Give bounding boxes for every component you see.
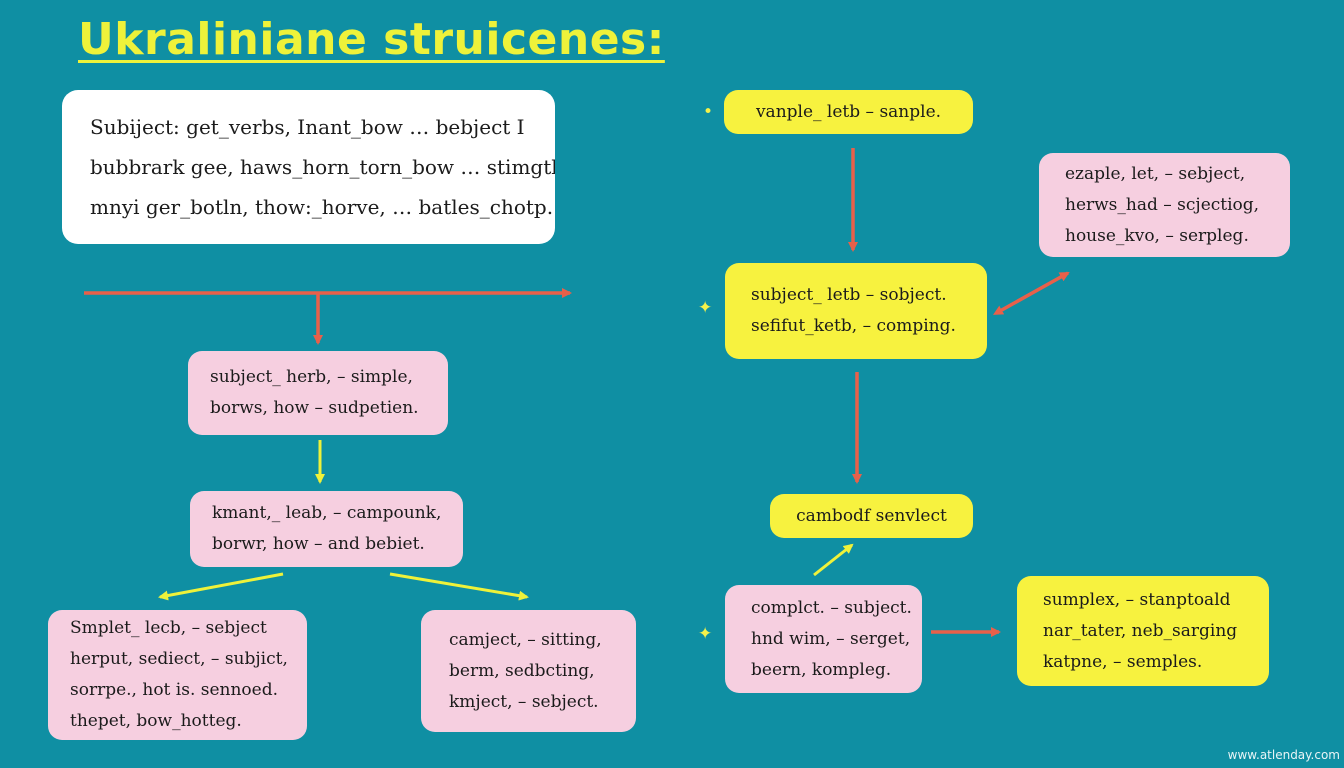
subject-verb-line-2: sefifut_ketb, – comping. [751,316,956,336]
intro-line-1: Subiject: get_verbs, Inant_bow … bebject… [90,115,525,139]
example-middle-line-2: berm, sedbcting, [449,660,595,681]
example-box-top-right: ezaple, let, – sebject, herws_had – scje… [1039,153,1290,257]
sample-verb-line: vanple_ letb – sanple. [755,101,942,122]
sparkle-marker-bottom: ✦ [698,624,713,644]
example-middle-line-1: camject, – sitting, [449,629,602,650]
complex-sentence-box: complct. – subject. hnd wim, – serget, b… [725,585,922,693]
compound-subject-box: cambodf senvlect [770,494,973,538]
double-arrow-to-side-example [993,271,1070,315]
compound-line-1: kmant,_ leab, – campounk, [212,503,442,523]
arrow-to-middle-example [389,572,529,601]
complex-line-3: beern, kompleg. [751,659,892,680]
example-left-line-3: sorrpe., hot is. sennoed. [70,680,279,700]
compound-subject-line: cambodf senvlect [796,505,947,526]
complex-example-line-2: nar_tater, neb_sarging [1043,620,1238,641]
example-middle-line-3: kmject, – sebject. [449,691,599,712]
compound-sentence-box: kmant,_ leab, – campounk, borwr, how – a… [190,491,463,567]
complex-line-1: complct. – subject. [751,597,912,618]
example-box-middle: camject, – sitting, berm, sedbcting, kmj… [421,610,636,732]
complex-example-line-3: katpne, – semples. [1043,651,1203,672]
complex-line-2: hnd wim, – serget, [751,628,911,649]
subject-verb-box: subject_ letb – sobject. sefifut_ketb, –… [725,263,987,359]
example-top-right-line-2: herws_had – scjectiog, [1065,194,1260,215]
arrow-to-left-example [158,572,284,601]
simple-line-1: subject_ herb, – simple, [210,367,413,387]
page-title: Ukraliniane struicenes: [78,14,665,65]
intro-box: Subiject: get_verbs, Inant_bow … bebject… [62,90,555,244]
complex-example-line-1: sumplex, – stanptoald [1043,589,1231,610]
watermark: www.atlenday.com [1227,748,1340,762]
sample-verb-box: vanple_ letb – sanple. [724,90,973,134]
sparkle-marker-mid: ✦ [698,298,713,318]
example-left-line-2: herput, sediect, – subjict, [70,649,288,669]
example-top-right-line-3: house_kvo, – serpleg. [1065,225,1249,246]
example-left-line-1: Smplet_ lecb, – sebject [70,618,267,638]
example-top-right-line-1: ezaple, let, – sebject, [1065,163,1246,184]
complex-example-box: sumplex, – stanptoald nar_tater, neb_sar… [1017,576,1269,686]
simple-sentence-box: subject_ herb, – simple, borws, how – su… [188,351,448,435]
intro-line-2: bubbrark gee, haws_horn_torn_bow … stimg… [90,155,555,179]
bullet-dot-marker: • [703,102,714,122]
subject-verb-line-1: subject_ letb – sobject. [751,285,947,305]
example-box-left: Smplet_ lecb, – sebject herput, sediect,… [48,610,307,740]
example-left-line-4: thepet, bow_hotteg. [70,711,242,731]
compound-line-2: borwr, how – and bebiet. [212,534,425,554]
intro-line-3: mnyi ger_botln, thow:_horve, … batles_ch… [90,195,554,219]
arrow-up-to-compound-subject [813,543,854,577]
simple-line-2: borws, how – sudpetien. [210,398,419,418]
